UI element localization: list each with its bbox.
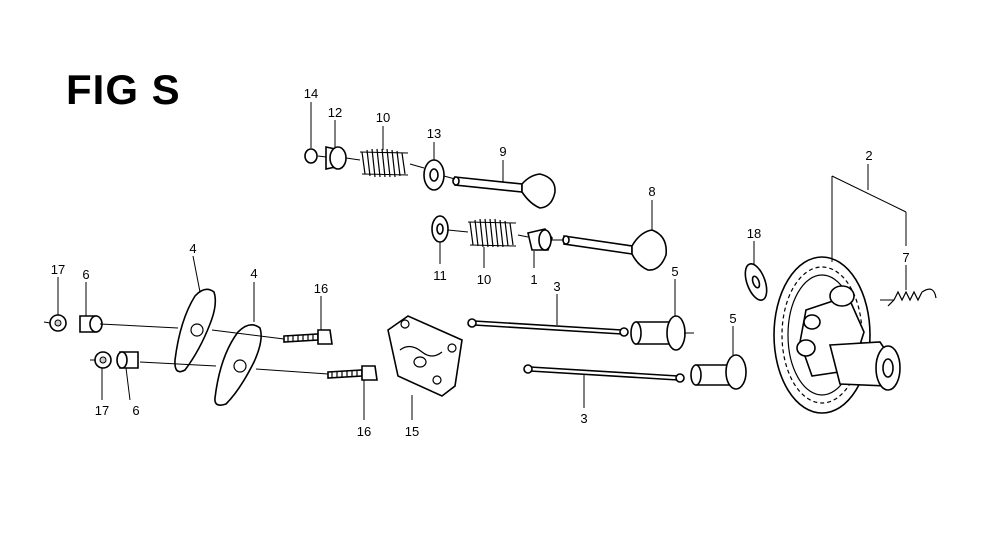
push-rod-3-upper	[467, 318, 629, 337]
callout-4-left: 4	[189, 241, 196, 256]
callout-9: 9	[499, 144, 506, 159]
callout-3-lower: 3	[580, 411, 587, 426]
leader-lines	[57, 102, 907, 420]
pivot-bolt-16-upper	[283, 329, 333, 345]
callout-10-upper: 10	[376, 110, 390, 125]
intake-valve-8	[562, 229, 668, 271]
callout-7: 7	[902, 250, 909, 265]
callout-16-upper: 16	[314, 281, 328, 296]
lock-nut-17-upper	[49, 314, 67, 332]
callout-13: 13	[427, 126, 441, 141]
valve-spring-10-upper	[359, 148, 409, 178]
valve-seat-13	[423, 159, 445, 191]
callout-15: 15	[405, 424, 419, 439]
pivot-bolt-16-lower	[327, 365, 378, 381]
bushing-6-upper	[79, 315, 103, 333]
callout-5-upper: 5	[671, 264, 678, 279]
callout-12: 12	[328, 105, 342, 120]
valve-retainer-1	[527, 228, 553, 251]
callout-16-lower: 16	[357, 424, 371, 439]
callout-11: 11	[433, 268, 447, 283]
valve-seat-11	[431, 215, 449, 243]
lock-nut-17-lower	[94, 351, 112, 369]
rocker-arm-4-upper	[174, 288, 217, 373]
callout-6-lower: 6	[132, 403, 139, 418]
callout-6-upper: 6	[82, 267, 89, 282]
callout-4-right: 4	[250, 266, 257, 281]
callout-14: 14	[304, 86, 318, 101]
valve-spring-10-lower	[467, 218, 517, 248]
rocker-arm-4-lower	[214, 324, 262, 406]
exhaust-valve-9	[452, 173, 556, 209]
callout-8: 8	[648, 184, 655, 199]
valve-cotter-14	[304, 148, 318, 164]
guide-plate-15	[387, 315, 463, 397]
callouts: 14 12 10 13 9 8 11 10 1 2 7 18 17 6 4 4 …	[51, 86, 910, 439]
figure-title: FIG S	[66, 66, 181, 113]
push-rod-3-lower	[523, 364, 685, 383]
callout-17-upper: 17	[51, 262, 65, 277]
callout-10-lower: 10	[477, 272, 491, 287]
tappet-5-lower	[690, 354, 747, 390]
valve-retainer-12	[325, 146, 347, 170]
callout-2: 2	[865, 148, 872, 163]
camshaft-gear-2	[773, 256, 901, 414]
tappet-5-upper	[630, 315, 686, 351]
callout-1: 1	[530, 272, 537, 287]
decompressor-spring-7	[887, 288, 937, 307]
alignment-lines	[43, 155, 894, 375]
callout-3-upper: 3	[553, 279, 560, 294]
washer-18	[744, 263, 768, 301]
bushing-6-lower	[116, 351, 139, 369]
callout-17-lower: 17	[95, 403, 109, 418]
callout-5-lower: 5	[729, 311, 736, 326]
callout-18: 18	[747, 226, 761, 241]
